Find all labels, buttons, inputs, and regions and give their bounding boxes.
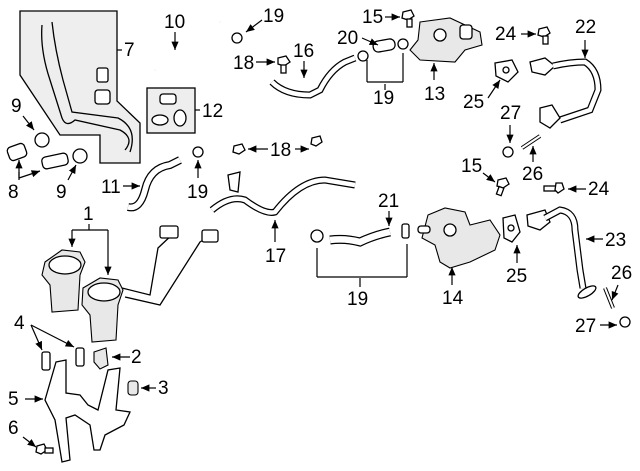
callout-6[interactable]: 6: [8, 418, 19, 439]
hose-kit-7[interactable]: [19, 10, 141, 164]
cushion-3[interactable]: [127, 380, 139, 396]
gasket-25[interactable]: [494, 59, 519, 83]
callout-4[interactable]: 4: [14, 313, 25, 334]
callout-27-lower[interactable]: 27: [575, 316, 596, 337]
callout-10[interactable]: 10: [164, 12, 185, 33]
callout-18-upper[interactable]: 18: [233, 53, 254, 74]
callout-12[interactable]: 12: [202, 101, 223, 122]
callout-16[interactable]: 16: [293, 41, 314, 62]
coupler-8[interactable]: [6, 142, 69, 170]
callout-20[interactable]: 20: [337, 28, 358, 49]
pipe-17[interactable]: [209, 171, 356, 216]
callout-7[interactable]: 7: [124, 40, 135, 61]
callout-26-lower[interactable]: 26: [611, 263, 632, 284]
clamp-19[interactable]: [397, 38, 409, 50]
secondary-air-pump-1[interactable]: [41, 225, 219, 343]
pipe-16[interactable]: [269, 54, 357, 99]
bolt-24[interactable]: [537, 26, 551, 45]
clamp-19[interactable]: [231, 32, 243, 44]
callout-19-lower[interactable]: 19: [347, 289, 368, 310]
callout-11[interactable]: 11: [101, 177, 121, 198]
bolt-15[interactable]: [495, 177, 510, 197]
bolt-18[interactable]: [277, 55, 291, 74]
bolt-18[interactable]: [232, 135, 323, 155]
valve-4[interactable]: [41, 347, 85, 371]
callout-19-mid[interactable]: 19: [187, 182, 208, 203]
nut-27[interactable]: [619, 316, 631, 328]
callout-25-lower[interactable]: 25: [506, 266, 527, 287]
clamp-19[interactable]: [192, 146, 204, 158]
clamp-9[interactable]: [34, 132, 88, 164]
clamp-19[interactable]: [401, 223, 410, 239]
mount-kit-12[interactable]: [146, 87, 196, 134]
callout-5[interactable]: 5: [8, 389, 19, 410]
callout-3[interactable]: 3: [158, 378, 169, 399]
callout-24-upper[interactable]: 24: [495, 24, 517, 45]
callout-19-top-right[interactable]: 19: [373, 88, 394, 109]
callout-26-upper[interactable]: 26: [522, 164, 543, 185]
callout-18-mid[interactable]: 18: [270, 140, 291, 161]
callout-22[interactable]: 22: [575, 17, 596, 38]
bolt-24[interactable]: [543, 182, 565, 194]
callout-1[interactable]: 1: [83, 204, 94, 225]
callout-9-lower[interactable]: 9: [56, 182, 67, 203]
callout-19-top[interactable]: 19: [263, 6, 284, 27]
cap-2[interactable]: [93, 347, 109, 370]
callout-2[interactable]: 2: [131, 347, 142, 368]
egr-pipe-23[interactable]: [526, 206, 598, 300]
egr-pipe-22[interactable]: [529, 57, 602, 129]
hose-20[interactable]: [372, 38, 396, 53]
callout-23[interactable]: 23: [605, 230, 626, 251]
bracket-5[interactable]: [44, 359, 131, 463]
gasket-25[interactable]: [502, 214, 521, 243]
callout-15-lower[interactable]: 15: [461, 156, 482, 177]
callout-24-lower[interactable]: 24: [588, 179, 610, 200]
clamp-19[interactable]: [357, 50, 369, 62]
callout-13[interactable]: 13: [424, 84, 445, 105]
callout-14[interactable]: 14: [442, 288, 464, 309]
callout-9-upper[interactable]: 9: [11, 96, 22, 117]
callout-21[interactable]: 21: [378, 191, 399, 212]
nut-27[interactable]: [502, 146, 514, 158]
air-switching-valve-13[interactable]: [409, 17, 483, 63]
clamp-19[interactable]: [310, 229, 324, 243]
callout-17[interactable]: 17: [265, 246, 286, 267]
bolt-6[interactable]: [35, 443, 54, 455]
air-switching-valve-14[interactable]: [417, 207, 501, 269]
hose-11[interactable]: [127, 156, 182, 212]
callout-27-upper[interactable]: 27: [500, 103, 521, 124]
callout-25-upper[interactable]: 25: [463, 92, 484, 113]
hose-10[interactable]: [153, 18, 222, 72]
callout-8[interactable]: 8: [8, 182, 19, 203]
bolt-15[interactable]: [401, 9, 415, 28]
callout-15-upper[interactable]: 15: [362, 7, 383, 28]
hose-21[interactable]: [329, 227, 391, 247]
